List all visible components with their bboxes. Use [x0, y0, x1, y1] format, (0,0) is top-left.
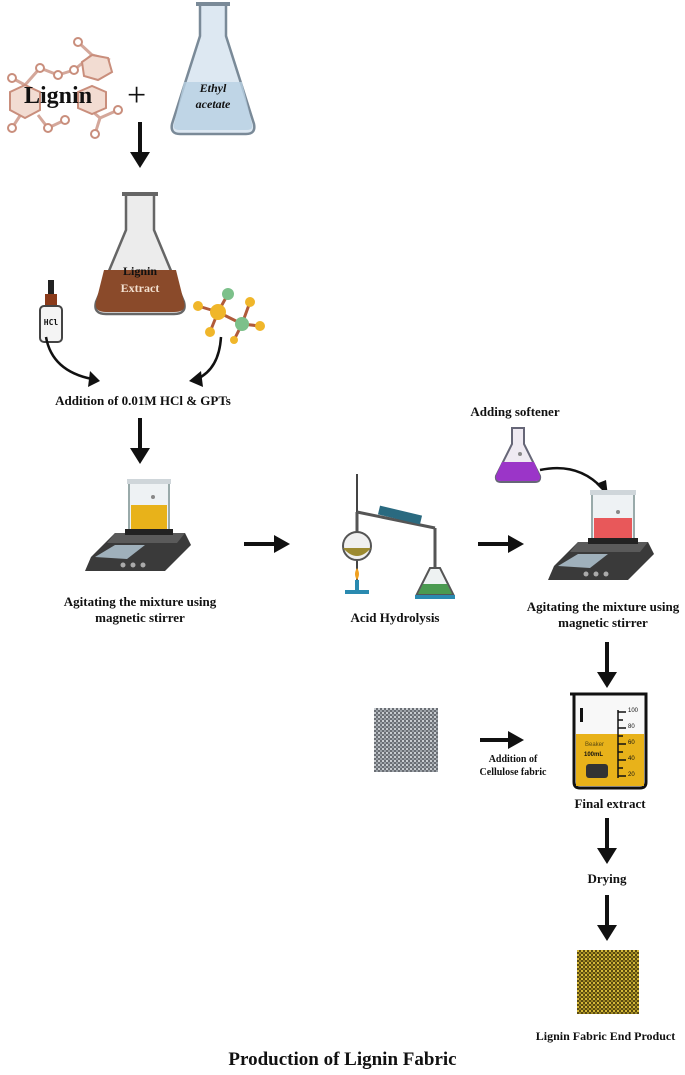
beaker-tick-60: 60	[628, 740, 635, 746]
softener-flask-icon	[494, 427, 542, 483]
cellulose-line1: Addition of	[488, 754, 538, 765]
ethyl-acetate-label: Ethyl acetate	[190, 80, 236, 112]
agitate2-line2: magnetic stirrer	[558, 615, 648, 630]
step-softener-label: Adding softener	[470, 404, 560, 419]
step-agitate2-label: Agitating the mixture using magnetic sti…	[508, 599, 685, 631]
curved-arrow-right	[189, 336, 223, 387]
arrow-down-2	[130, 418, 150, 464]
plus-sign: +	[127, 77, 147, 114]
step-acid-label: Acid Hydrolysis	[350, 610, 440, 625]
arrow-right-3	[480, 731, 524, 749]
step-cellulose-label: Addition of Cellulose fabric	[468, 753, 558, 779]
magnetic-stirrer-yellow-icon	[85, 479, 191, 571]
ethyl-label-line2: acetate	[195, 97, 231, 111]
step-agitate1-label: Agitating the mixture using magnetic sti…	[40, 594, 240, 626]
ethyl-acetate-flask-icon	[170, 2, 256, 136]
lignin-molecule-icon	[7, 37, 123, 139]
cellulose-line2: Cellulose fabric	[479, 767, 547, 778]
cellulose-fabric-icon	[374, 708, 438, 772]
arrow-down-3	[597, 642, 617, 688]
arrow-right-2	[478, 535, 524, 553]
arrow-down-4	[597, 818, 617, 864]
final-extract-beaker-icon	[570, 692, 648, 790]
lignin-extract-flask-icon	[94, 192, 186, 316]
lignin-label: Lignin	[24, 83, 93, 109]
beaker-volume-label: 100mL	[584, 752, 604, 758]
extract-label-line2: Extract	[120, 281, 160, 295]
arrow-down-5	[597, 895, 617, 941]
step-drying-label: Drying	[587, 871, 627, 886]
arrow-right-1	[244, 535, 290, 553]
lignin-fabric-icon	[577, 950, 639, 1014]
arrow-down-1	[130, 122, 150, 168]
hcl-bottle-icon	[39, 280, 63, 343]
beaker-tick-40: 40	[628, 756, 635, 762]
lignin-extract-label: Lignin Extract	[110, 263, 170, 297]
step-end-label: Lignin Fabric End Product	[535, 1029, 676, 1043]
step-addition-label: Addition of 0.01M HCl & GPTs	[55, 393, 231, 408]
magnetic-stirrer-red-icon	[548, 490, 654, 580]
agitate1-line1: Agitating the mixture using	[63, 594, 217, 609]
step-final-label: Final extract	[574, 796, 646, 811]
beaker-tick-80: 80	[628, 724, 635, 730]
gpts-molecule-icon	[193, 288, 265, 344]
beaker-tick-20: 20	[628, 772, 635, 778]
beaker-tick-100: 100	[628, 708, 639, 714]
agitate2-line1: Agitating the mixture using	[526, 599, 680, 614]
curved-arrow-left	[44, 336, 100, 387]
beaker-brand-label: Beaker	[585, 742, 605, 748]
extract-label-line1: Lignin	[122, 264, 158, 278]
acid-hydrolysis-apparatus-icon	[342, 474, 455, 599]
agitate1-line2: magnetic stirrer	[95, 610, 185, 625]
hcl-bottle-label: HCl	[43, 318, 59, 327]
ethyl-label-line1: Ethyl	[199, 81, 227, 95]
page-title: Production of Lignin Fabric	[228, 1049, 457, 1070]
